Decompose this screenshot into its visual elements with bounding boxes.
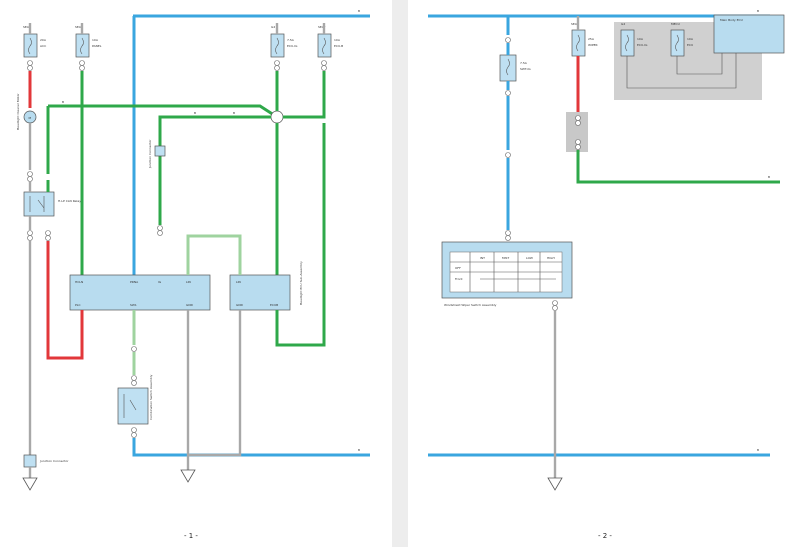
svg-text:ACC: ACC — [40, 44, 46, 48]
svg-text:LIN: LIN — [236, 280, 241, 284]
svg-text:INT: INT — [480, 256, 485, 260]
svg-text:B: B — [62, 100, 64, 104]
svg-text:ECU: ECU — [687, 43, 693, 47]
svg-text:SEAT: SEAT — [318, 25, 326, 29]
svg-text:MIST: MIST — [502, 256, 509, 260]
svg-text:H-LP CLN Relay: H-LP CLN Relay — [58, 199, 81, 203]
svg-text:B: B — [194, 111, 196, 115]
svg-text:LIN: LIN — [186, 280, 191, 284]
svg-text:B: B — [757, 9, 759, 13]
svg-text:GND: GND — [236, 303, 244, 307]
svg-text:LOW: LOW — [526, 256, 533, 260]
svg-text:WIPER: WIPER — [588, 43, 598, 47]
junction-node — [270, 110, 284, 124]
svg-text:GND: GND — [186, 303, 194, 307]
svg-text:10A: 10A — [637, 37, 644, 41]
svg-text:OFF: OFF — [455, 266, 461, 270]
svg-text:HCLN: HCLN — [75, 280, 83, 284]
svg-text:7.5A: 7.5A — [520, 61, 528, 65]
svg-text:IG: IG — [158, 280, 162, 284]
svg-text:B: B — [768, 175, 770, 179]
svg-text:PANEL: PANEL — [92, 44, 102, 48]
svg-text:Junction Connector: Junction Connector — [148, 139, 152, 169]
svg-text:B: B — [757, 448, 759, 452]
combination-switch: Combination Switch Assembly — [117, 374, 153, 438]
svg-text:ECU-IG: ECU-IG — [287, 44, 298, 48]
svg-text:G2: G2 — [271, 25, 275, 29]
svg-text:SEAT: SEAT — [75, 25, 83, 29]
svg-text:10A: 10A — [92, 38, 99, 42]
svg-text:20A: 20A — [40, 38, 47, 42]
page-1-sheet — [0, 0, 392, 547]
svg-text:ECU-IG: ECU-IG — [637, 43, 648, 47]
page-1: B B SEAT 20A ACC SEAT 10A PANEL G2 7.5A … — [16, 9, 370, 540]
svg-text:B: B — [358, 448, 360, 452]
svg-text:SEAT: SEAT — [571, 22, 579, 26]
svg-text:B: B — [233, 111, 235, 115]
svg-text:10A: 10A — [334, 38, 341, 42]
fuse-swt: 7.5A SWT-IG — [499, 37, 531, 82]
svg-text:M: M — [29, 116, 32, 120]
svg-text:B: B — [358, 9, 360, 13]
connector-block — [566, 112, 588, 152]
svg-text:- 1 -: - 1 - — [184, 532, 198, 540]
svg-text:SWT-IG: SWT-IG — [520, 67, 531, 71]
svg-text:Windshield Wiper Switch Assemb: Windshield Wiper Switch Assembly — [444, 303, 497, 307]
page-2: B B 7.5A SWT-IG SEAT 25A WIPER — [428, 9, 785, 540]
svg-text:Combination Switch Assembly: Combination Switch Assembly — [149, 374, 153, 420]
ground-icon — [22, 477, 38, 491]
ground-icon — [547, 477, 563, 491]
wiper-switch: INT MIST LOW HIGH OFF Front Windshield W… — [441, 241, 573, 307]
svg-text:Main Body ECU: Main Body ECU — [720, 18, 743, 22]
svg-text:MECU: MECU — [671, 22, 680, 26]
fuse-1: SEAT 20A ACC — [23, 25, 47, 58]
svg-text:Junction Connector: Junction Connector — [39, 459, 69, 463]
fuse-3: G2 7.5A ECU-IG — [270, 25, 298, 58]
ground-icon — [180, 469, 196, 483]
svg-text:ECU-B: ECU-B — [334, 44, 343, 48]
svg-text:Front: Front — [455, 277, 463, 281]
fuse-2: SEAT 10A PANEL — [75, 25, 102, 58]
svg-text:10A: 10A — [687, 37, 694, 41]
hlp-cln-relay: H-LP CLN Relay — [23, 191, 81, 217]
svg-text:Headlight Cleaner Motor: Headlight Cleaner Motor — [16, 93, 20, 130]
svg-text:G2: G2 — [621, 22, 625, 26]
svg-text:7.5A: 7.5A — [287, 38, 295, 42]
svg-text:ECUB: ECUB — [270, 303, 278, 307]
svg-text:PLC: PLC — [75, 303, 81, 307]
fuse-mecu: MECU 10A ECU — [670, 22, 694, 57]
main-body-ecu: Main Body ECU — [713, 14, 785, 54]
svg-text:SW1: SW1 — [130, 303, 137, 307]
svg-text:- 2 -: - 2 - — [598, 532, 612, 540]
svg-text:PRNA: PRNA — [130, 280, 139, 284]
fuse-g2: G2 10A ECU-IG — [620, 22, 648, 57]
svg-text:Headlight ECU Sub-Assembly: Headlight ECU Sub-Assembly — [299, 261, 303, 305]
headlight-ecu: HCLN PRNA IG LIN PLC SW1 GND LIN GND ECU… — [69, 261, 303, 311]
svg-text:SEAT: SEAT — [23, 25, 31, 29]
svg-text:25A: 25A — [588, 37, 595, 41]
svg-text:HIGH: HIGH — [547, 256, 555, 260]
